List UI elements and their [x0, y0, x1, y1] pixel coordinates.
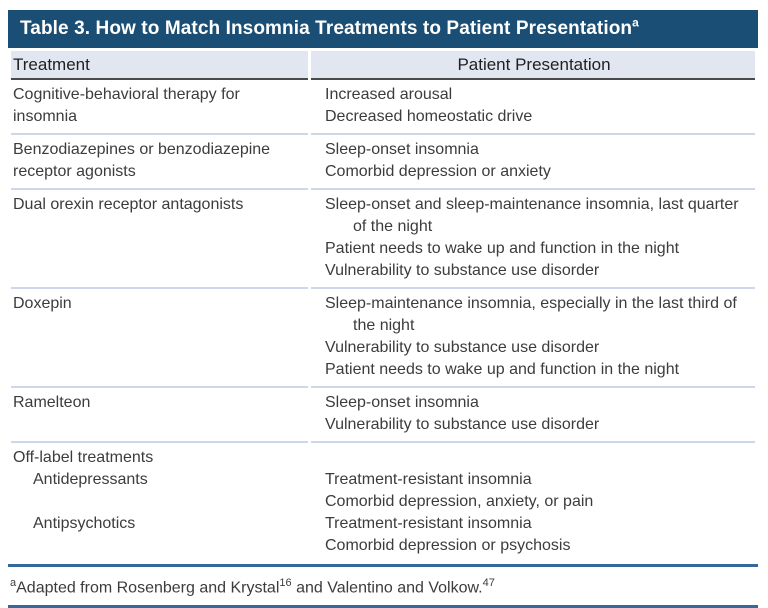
insomnia-treatments-table: Table 3. How to Match Insomnia Treatment… [8, 10, 758, 608]
presentation-item: Vulnerability to substance use disorder [325, 262, 600, 279]
presentation-item: Sleep-onset and sleep-maintenance insomn… [325, 196, 739, 235]
presentation-item: Decreased homeostatic drive [325, 108, 533, 125]
treatment-cell: Benzodiazepines or benzodiazepine recept… [11, 135, 308, 190]
table-title: Table 3. How to Match Insomnia Treatment… [20, 18, 633, 39]
footnote-text: and Valentino and Volkow. [291, 579, 483, 597]
presentation-item: Sleep-onset insomnia [325, 141, 479, 158]
footnote-reference: 16 [279, 577, 292, 589]
presentation-item: Sleep-onset insomnia [325, 394, 479, 411]
presentation-item: Patient needs to wake up and function in… [325, 240, 680, 257]
table-header: Treatment Patient Presentation [11, 51, 755, 80]
presentation-item: Comorbid depression or psychosis [325, 537, 571, 554]
footnote-reference: 47 [482, 577, 495, 589]
treatment-group-label: Off-label treatments [13, 449, 154, 466]
presentation-item: Comorbid depression or anxiety [325, 163, 551, 180]
presentation-item: Vulnerability to substance use disorder [325, 339, 600, 356]
treatment-cell: Ramelteon [11, 388, 308, 443]
column-header-patient-presentation: Patient Presentation [311, 51, 755, 80]
treatments-table: Treatment Patient Presentation Cognitive… [8, 51, 758, 564]
presentation-spacer [325, 447, 751, 469]
title-gap [8, 48, 758, 51]
table-title-footnote-marker: a [632, 15, 639, 30]
presentation-item: Treatment-resistant insomnia [325, 471, 532, 488]
presentation-item: Vulnerability to substance use disorder [325, 416, 600, 433]
treatment-name: Doxepin [13, 295, 72, 312]
presentation-cell: Sleep-onset and sleep-maintenance insomn… [311, 190, 755, 289]
table-title-bar: Table 3. How to Match Insomnia Treatment… [8, 10, 758, 48]
treatment-cell: Cognitive-behavioral therapy for insomni… [11, 80, 308, 135]
table-row: Doxepin Sleep-maintenance insomnia, espec… [11, 289, 755, 388]
treatment-cell: Dual orexin receptor antagonists [11, 190, 308, 289]
header-row: Treatment Patient Presentation [11, 51, 755, 80]
treatment-cell: Doxepin [11, 289, 308, 388]
presentation-item: Treatment-resistant insomnia [325, 515, 532, 532]
presentation-cell: Sleep-maintenance insomnia, especially i… [311, 289, 755, 388]
presentation-item: Sleep-maintenance insomnia, especially i… [325, 295, 737, 334]
treatment-name: Benzodiazepines or benzodiazepine recept… [13, 141, 271, 180]
table-row: Dual orexin receptor antagonists Sleep-on… [11, 190, 755, 289]
table-row: Benzodiazepines or benzodiazepine recept… [11, 135, 755, 190]
presentation-item: Comorbid depression, anxiety, or pain [325, 493, 594, 510]
presentation-item: Increased arousal [325, 86, 453, 103]
treatment-name: Ramelteon [13, 394, 91, 411]
presentation-item: Patient needs to wake up and function in… [325, 361, 680, 378]
treatment-name: Antidepressants [33, 471, 148, 488]
footnote-text: Adapted from Rosenberg and Krystal [16, 579, 280, 597]
table-body: Cognitive-behavioral therapy for insomni… [11, 80, 755, 564]
column-header-treatment: Treatment [11, 51, 308, 80]
treatment-name: Dual orexin receptor antagonists [13, 196, 244, 213]
table-footnote: aAdapted from Rosenberg and Krystal16 an… [8, 564, 758, 608]
treatment-name: Cognitive-behavioral therapy for insomni… [13, 86, 240, 125]
table-row: Cognitive-behavioral therapy for insomni… [11, 80, 755, 135]
footnote-marker: a [10, 577, 17, 589]
treatment-name: Antipsychotics [33, 515, 136, 532]
